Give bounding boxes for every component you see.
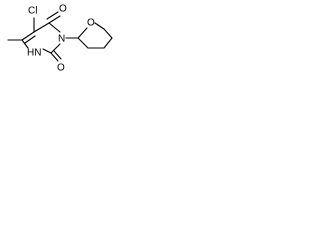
bond-c4-o-2 [46, 11, 59, 20]
bond-thp-o-c6 [94, 22, 105, 30]
bond-thp-c5-c4 [103, 37, 113, 49]
bond-c6-c5-double [24, 35, 36, 44]
bond-c5-c4 [33, 22, 50, 33]
bond-c4-n3 [48, 22, 61, 33]
chemical-structure: Cl O N O HN O [7, 4, 113, 74]
substituent-bonds [7, 11, 79, 62]
bond-c2-n1 [42, 48, 52, 54]
bond-c2-o-2 [53, 50, 62, 60]
atom-nitrogen-3-label: N [58, 34, 65, 45]
bond-c6-c5 [21, 31, 35, 41]
atom-oxygen-lower-label: O [57, 63, 65, 74]
bond-n3-c2 [50, 43, 61, 54]
bond-thp-c3-c2 [77, 37, 89, 49]
bond-thp-c6-c5 [103, 28, 113, 39]
bond-thp-c2-o [77, 27, 88, 39]
pyrimidine-ring [21, 22, 61, 54]
atom-chlorine-label: Cl [28, 6, 37, 17]
bond-c4-o-1 [48, 15, 61, 24]
atom-oxygen-ring-label: O [87, 18, 95, 29]
atom-oxygen-upper-label: O [59, 4, 67, 15]
atom-nitrogen-1-label: HN [27, 48, 41, 59]
bond-c2-o-1 [50, 52, 59, 62]
tetrahydropyran-ring [77, 22, 113, 49]
bond-n1-c6 [21, 39, 29, 49]
atom-labels: Cl O N O HN O [27, 4, 95, 74]
